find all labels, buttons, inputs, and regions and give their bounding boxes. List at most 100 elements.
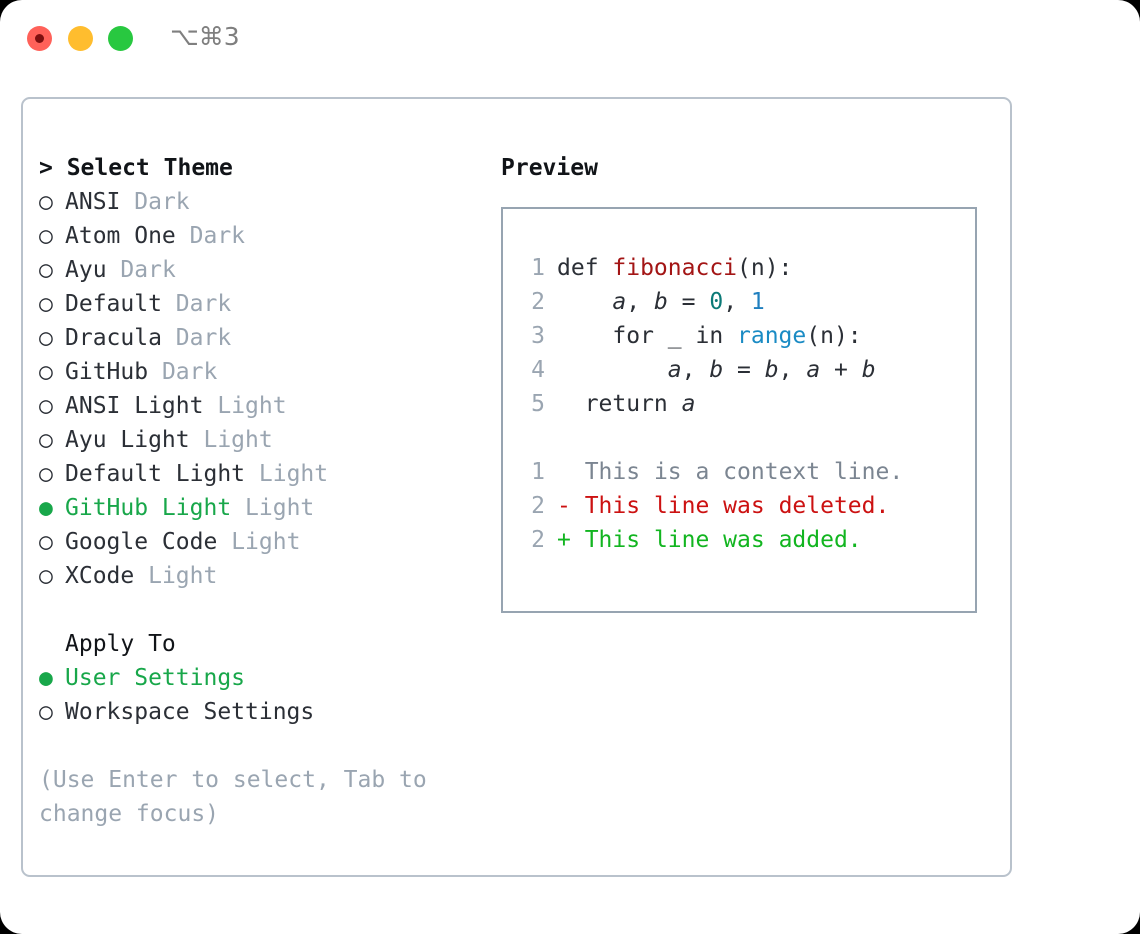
main-panel: > Select Theme ○ANSI Dark○Atom One Dark○… [21, 97, 1012, 877]
preview-heading: Preview [501, 155, 598, 181]
radio-unselected-icon: ○ [39, 223, 53, 249]
theme-name-label: GitHub Light [65, 495, 232, 521]
diff-line: 1 This is a context line. [515, 455, 967, 489]
radio-selected-icon: ● [39, 665, 53, 691]
apply-to-item[interactable]: ●User Settings [39, 661, 469, 695]
line-number: 3 [531, 323, 545, 349]
code-token: + [820, 357, 862, 383]
code-token: , [626, 289, 654, 315]
code-line: 3 for _ in range(n): [515, 319, 967, 353]
radio-unselected-icon: ○ [39, 461, 53, 487]
radio-unselected-icon: ○ [39, 393, 53, 419]
code-token: return [557, 391, 682, 417]
line-number: 2 [531, 289, 545, 315]
keyboard-hint-text: (Use Enter to select, Tab to change focu… [39, 767, 427, 827]
minimize-window-button[interactable] [68, 26, 93, 51]
code-token: def [557, 255, 613, 281]
line-number: 4 [531, 357, 545, 383]
diff-line: 2+ This line was added. [515, 523, 967, 557]
theme-name-label: Default [65, 291, 162, 317]
theme-list-item[interactable]: ○Ayu Light Light [39, 423, 469, 457]
radio-unselected-icon: ○ [39, 563, 53, 589]
apply-to-list[interactable]: ●User Settings ○ Workspace Settings [39, 661, 469, 729]
theme-name-label: ANSI Light [65, 393, 204, 419]
code-token: a [667, 357, 682, 383]
theme-variant-tag: Dark [120, 257, 176, 283]
radio-unselected-icon: ○ [39, 359, 53, 385]
theme-name-label: Default Light [65, 461, 246, 487]
theme-variant-tag: Dark [189, 223, 246, 249]
radio-unselected-icon: ○ [39, 325, 53, 351]
code-line: 4 a, b = b, a + b [515, 353, 967, 387]
code-token [557, 357, 668, 383]
diff-line: 2- This line was deleted. [515, 489, 967, 523]
keyboard-shortcut-label: ⌥⌘3 [170, 22, 240, 51]
code-token: , [778, 357, 807, 383]
title-bar: ⌥⌘3 [0, 0, 1140, 78]
code-token: 1 [750, 289, 765, 315]
code-token: b [861, 357, 876, 383]
theme-variant-tag: Light [203, 427, 273, 453]
theme-list[interactable]: ○ANSI Dark○Atom One Dark○Ayu Dark○Defaul… [39, 185, 469, 593]
code-token: , [681, 357, 710, 383]
theme-list-item[interactable]: ○Dracula Dark [39, 321, 469, 355]
radio-selected-icon: ● [39, 495, 53, 521]
apply-to-label: Workspace Settings [65, 699, 315, 725]
theme-list-item[interactable]: ○GitHub Dark [39, 355, 469, 389]
theme-name-label: Dracula [65, 325, 162, 351]
theme-list-item[interactable]: ○ XCode Light [39, 559, 469, 593]
code-line: 2 a, b = 0, 1 [515, 285, 967, 319]
theme-list-item[interactable]: ○ Ayu Dark [39, 253, 469, 287]
theme-variant-tag: Dark [175, 291, 232, 317]
code-token: b [764, 357, 779, 383]
apply-to-section: Apply To ●User Settings○Workspace Settin… [39, 627, 469, 729]
select-theme-heading: > Select Theme [39, 155, 233, 181]
theme-name-label: Ayu [65, 257, 107, 283]
line-number: 1 [531, 459, 545, 485]
code-token: 0 [709, 289, 724, 315]
apply-to-item[interactable]: ○ Workspace Settings [39, 695, 469, 729]
theme-list-item[interactable]: ○ Google Code Light [39, 525, 469, 559]
theme-list-item[interactable]: ○Atom One Dark [39, 219, 469, 253]
theme-name-label: Google Code [65, 529, 218, 555]
code-token: for _ in [557, 323, 738, 349]
theme-list-item[interactable]: ○Default Light Light [39, 457, 469, 491]
theme-list-item[interactable]: ○ ANSI Light Light [39, 389, 469, 423]
code-token: a [612, 289, 627, 315]
theme-selection-column: > Select Theme ○ANSI Dark○Atom One Dark○… [39, 151, 469, 831]
diff-marker: + [557, 527, 585, 553]
theme-list-item[interactable]: ○ANSI Dark [39, 185, 469, 219]
close-window-indicator-dot [35, 34, 44, 43]
radio-unselected-icon: ○ [39, 529, 53, 555]
line-number: 2 [531, 493, 545, 519]
code-token: range [737, 323, 807, 349]
theme-list-item[interactable]: ● GitHub Light Light [39, 491, 469, 525]
diff-text: This line was deleted. [584, 493, 890, 519]
code-token: = [723, 357, 765, 383]
code-token: b [653, 289, 668, 315]
maximize-window-button[interactable] [108, 26, 133, 51]
theme-name-label: Ayu Light [65, 427, 190, 453]
code-line: 5 return a [515, 387, 967, 421]
theme-variant-tag: Light [245, 495, 315, 521]
radio-unselected-icon: ○ [39, 257, 53, 283]
radio-unselected-icon: ○ [39, 291, 53, 317]
theme-variant-tag: Light [217, 393, 287, 419]
code-token: (n): [806, 323, 862, 349]
theme-list-item[interactable]: ○ Default Dark [39, 287, 469, 321]
theme-name-label: XCode [65, 563, 135, 589]
radio-unselected-icon: ○ [39, 699, 53, 725]
theme-variant-tag: Light [148, 563, 218, 589]
theme-variant-tag: Dark [134, 189, 190, 215]
code-token: b [709, 357, 724, 383]
code-token: , [723, 289, 751, 315]
code-token [557, 289, 612, 315]
radio-unselected-icon: ○ [39, 189, 53, 215]
line-number: 5 [531, 391, 545, 417]
line-number: 2 [531, 527, 545, 553]
theme-variant-tag: Light [231, 529, 301, 555]
